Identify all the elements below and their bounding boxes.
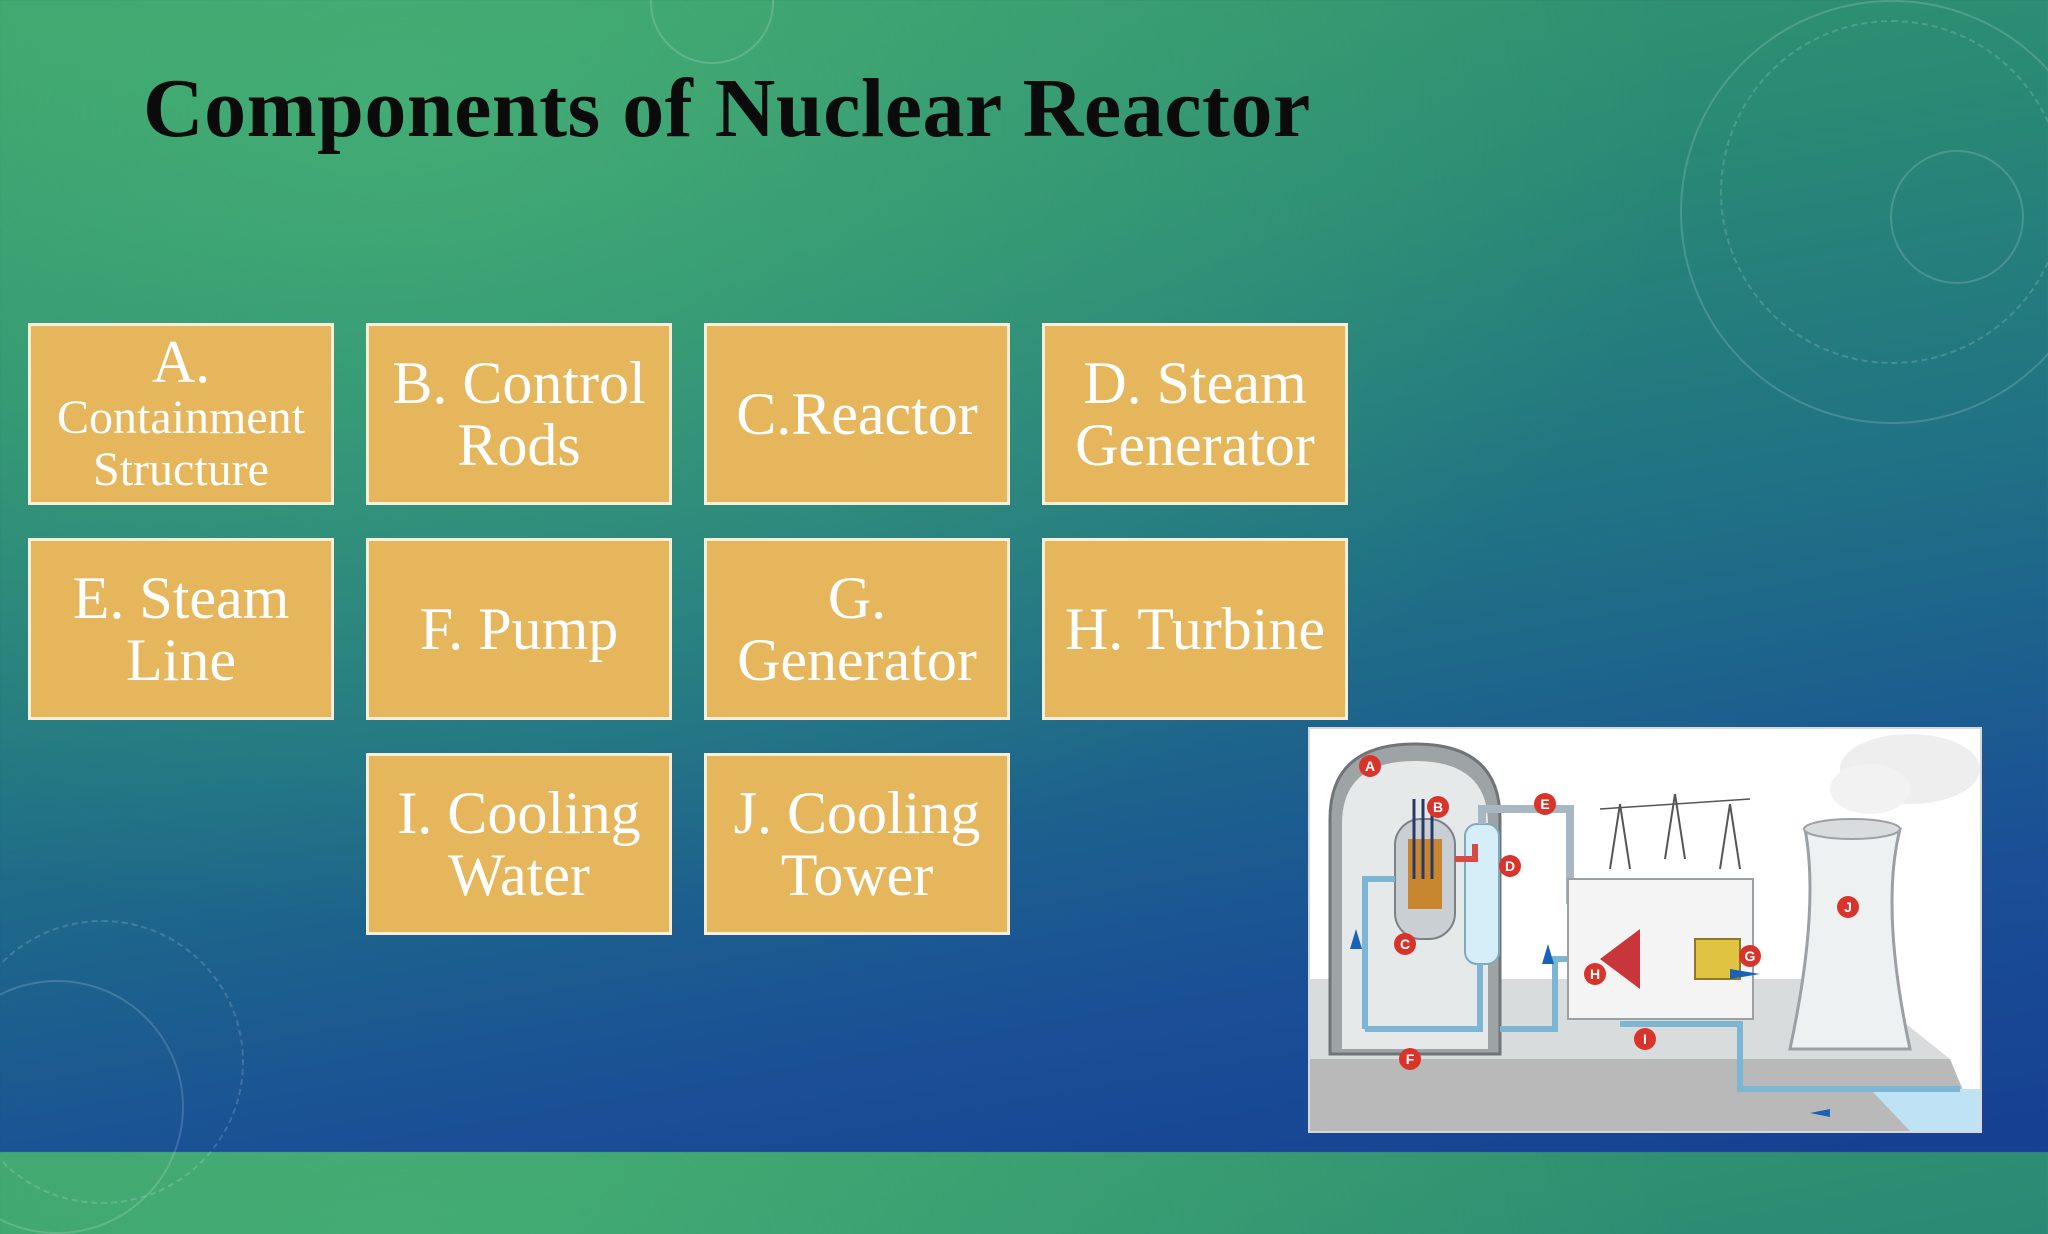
- marker-d: D: [1505, 858, 1515, 874]
- tile-label: J. Cooling Tower: [733, 780, 981, 908]
- diagram-markers: A B C D E F G H I J: [1359, 755, 1859, 1070]
- tile-label: H. Turbine: [1064, 596, 1326, 662]
- marker-b: B: [1433, 799, 1443, 815]
- tile-cooling-tower[interactable]: J. Cooling Tower: [704, 753, 1010, 935]
- marker-a: A: [1365, 758, 1375, 774]
- tile-cooling-water[interactable]: I. Cooling Water: [366, 753, 672, 935]
- steam-generator: [1464, 823, 1500, 965]
- tile-containment-structure[interactable]: A. Containment Structure: [28, 323, 334, 505]
- decorative-ring: [1720, 20, 2048, 364]
- marker-j: J: [1844, 899, 1852, 915]
- decorative-ring: [650, 0, 774, 64]
- marker-g: G: [1745, 948, 1756, 964]
- marker-f: F: [1406, 1051, 1415, 1067]
- nuclear-plant-diagram: A B C D E F G H I J: [1308, 727, 1982, 1133]
- turbine: [1600, 929, 1640, 989]
- plant-illustration: A B C D E F G H I J: [1310, 734, 1980, 1131]
- decorative-ring: [1680, 0, 2048, 424]
- cooling-tower: [1788, 822, 1912, 1051]
- tile-label: D. Steam Generator: [1075, 350, 1315, 478]
- tile-generator[interactable]: G. Generator: [704, 538, 1010, 720]
- slide-title: Components of Nuclear Reactor: [143, 62, 1311, 155]
- marker-c: C: [1400, 936, 1410, 952]
- tile-turbine[interactable]: H. Turbine: [1042, 538, 1348, 720]
- tile-label: F. Pump: [419, 596, 619, 662]
- marker-h: H: [1590, 966, 1600, 982]
- tile-steam-line[interactable]: E. Steam Line: [28, 538, 334, 720]
- tile-label: I. Cooling Water: [397, 780, 641, 908]
- decorative-ring: [0, 980, 184, 1234]
- marker-i: I: [1643, 1031, 1647, 1047]
- marker-e: E: [1540, 796, 1549, 812]
- decorative-ring: [0, 920, 244, 1204]
- decorative-ring: [1890, 150, 2024, 284]
- tile-control-rods[interactable]: B. Control Rods: [366, 323, 672, 505]
- tile-label: B. Control Rods: [392, 350, 646, 478]
- tile-reactor[interactable]: C.Reactor: [704, 323, 1010, 505]
- tile-pump[interactable]: F. Pump: [366, 538, 672, 720]
- tile-label: G. Generator: [737, 565, 977, 693]
- tile-steam-generator[interactable]: D. Steam Generator: [1042, 323, 1348, 505]
- tile-label: C.Reactor: [736, 381, 978, 447]
- tile-letter: A.: [151, 329, 211, 395]
- tile-label: Containment Structure: [57, 391, 305, 496]
- tile-label: E. Steam Line: [72, 565, 290, 693]
- water-body: [1870, 1089, 1980, 1131]
